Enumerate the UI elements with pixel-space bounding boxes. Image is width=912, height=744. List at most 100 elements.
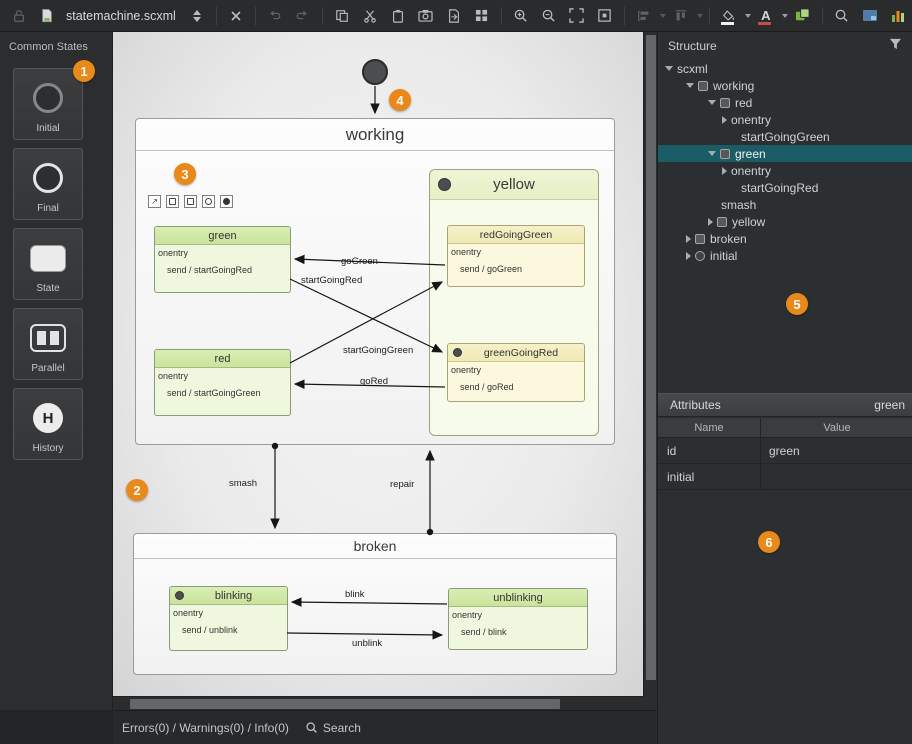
horizontal-scrollbar[interactable] — [113, 696, 643, 710]
state-title[interactable]: broken — [134, 534, 616, 559]
state-red[interactable]: red onentry send / startGoingGreen — [154, 349, 291, 416]
state-title[interactable]: redGoingGreen — [448, 226, 584, 244]
align-horizontal-icon[interactable] — [631, 4, 657, 28]
add-transition-icon[interactable]: ↗ — [148, 195, 161, 208]
tree-item-green-selected[interactable]: green — [658, 145, 912, 162]
statistics-icon[interactable] — [885, 4, 911, 28]
add-parallel-icon[interactable] — [184, 195, 197, 208]
navigator-icon[interactable] — [857, 4, 883, 28]
transition-label-unblink[interactable]: unblink — [352, 638, 382, 649]
issues-summary[interactable]: Errors(0) / Warnings(0) / Info(0) — [122, 721, 289, 735]
tree-item-smash[interactable]: smash — [658, 196, 912, 213]
state-broken[interactable]: broken blinking onentry send / unblink u… — [133, 533, 617, 675]
state-redGoingGreen[interactable]: redGoingGreen onentry send / goGreen — [447, 225, 585, 287]
document-switcher-icon[interactable] — [184, 4, 210, 28]
fit-to-view-icon[interactable] — [564, 4, 590, 28]
panning-icon[interactable] — [592, 4, 618, 28]
transition-label-repair[interactable]: repair — [390, 479, 414, 490]
add-final-icon[interactable] — [202, 195, 215, 208]
state-greenGoingRed[interactable]: greenGoingRed onentry send / goRed — [447, 343, 585, 402]
chevron-down-icon[interactable] — [697, 14, 703, 18]
tree-item-startGoingGreen[interactable]: startGoingGreen — [658, 128, 912, 145]
chevron-down-icon[interactable] — [708, 151, 716, 156]
fill-color-icon[interactable] — [716, 4, 742, 28]
palette-item-final[interactable]: Final — [13, 148, 83, 220]
attribute-value[interactable]: green — [761, 438, 912, 463]
chevron-right-icon[interactable] — [686, 252, 691, 260]
state-title[interactable]: working — [136, 119, 614, 151]
chevron-right-icon[interactable] — [722, 116, 727, 124]
transition-label-blink[interactable]: blink — [345, 589, 365, 600]
transition-label-smash[interactable]: smash — [229, 478, 257, 489]
initial-state-node[interactable] — [362, 59, 388, 85]
transition-label-startGoingRed[interactable]: startGoingRed — [301, 275, 362, 286]
lock-icon[interactable] — [6, 4, 32, 28]
vertical-scrollbar[interactable] — [643, 32, 657, 696]
state-unblinking[interactable]: unblinking onentry send / blink — [448, 588, 588, 650]
chevron-down-icon[interactable] — [782, 14, 788, 18]
tree-item-red[interactable]: red — [658, 94, 912, 111]
tree-item-working[interactable]: working — [658, 77, 912, 94]
state-yellow[interactable]: yellow redGoingGreen onentry send / goGr… — [429, 169, 599, 436]
tree-item-initial[interactable]: initial — [658, 247, 912, 264]
palette-item-state[interactable]: State — [13, 228, 83, 300]
tree-item-yellow[interactable]: yellow — [658, 213, 912, 230]
chevron-down-icon[interactable] — [745, 14, 751, 18]
font-color-icon[interactable]: A — [753, 4, 779, 28]
zoom-in-icon[interactable] — [508, 4, 534, 28]
state-title[interactable]: green — [155, 227, 290, 245]
transition-label-goRed[interactable]: goRed — [360, 376, 388, 387]
copy-icon[interactable] — [329, 4, 355, 28]
screenshot-icon[interactable] — [413, 4, 439, 28]
filter-icon[interactable] — [889, 38, 902, 53]
chevron-down-icon[interactable] — [708, 100, 716, 105]
document-tab-title[interactable]: statemachine.scxml — [66, 9, 176, 23]
statechart-canvas[interactable]: working ↗ green onentry send / startGoin… — [113, 32, 643, 696]
undo-icon[interactable] — [262, 4, 288, 28]
cut-icon[interactable] — [357, 4, 383, 28]
state-title[interactable]: red — [155, 350, 290, 368]
chevron-down-icon[interactable] — [665, 66, 673, 71]
palette-item-initial[interactable]: Initial — [13, 68, 83, 140]
vertical-scrollbar-thumb[interactable] — [646, 35, 656, 680]
transition-label-goGreen[interactable]: goGreen — [341, 256, 378, 267]
state-green[interactable]: green onentry send / startGoingRed — [154, 226, 291, 293]
add-state-icon[interactable] — [166, 195, 179, 208]
column-header-name[interactable]: Name — [658, 418, 761, 437]
add-initial-icon[interactable] — [220, 195, 233, 208]
state-working[interactable]: working ↗ green onentry send / startGoin… — [135, 118, 615, 445]
chevron-right-icon[interactable] — [686, 235, 691, 243]
grid-icon[interactable] — [469, 4, 495, 28]
search-icon[interactable] — [829, 4, 855, 28]
close-document-icon[interactable] — [223, 4, 249, 28]
tree-item-onentry[interactable]: onentry — [658, 111, 912, 128]
paste-icon[interactable] — [385, 4, 411, 28]
state-header[interactable]: blinking — [170, 587, 287, 605]
state-blinking[interactable]: blinking onentry send / unblink — [169, 586, 288, 651]
attribute-row-initial[interactable]: initial — [658, 464, 912, 490]
search-button[interactable]: Search — [305, 721, 361, 735]
column-header-value[interactable]: Value — [761, 418, 912, 437]
state-header[interactable]: yellow — [430, 170, 598, 200]
tree-item-onentry[interactable]: onentry — [658, 162, 912, 179]
export-icon[interactable] — [441, 4, 467, 28]
palette-item-history[interactable]: H History — [13, 388, 83, 460]
chevron-right-icon[interactable] — [708, 218, 713, 226]
state-header[interactable]: greenGoingRed — [448, 344, 584, 362]
attribute-value[interactable] — [761, 464, 912, 489]
chevron-right-icon[interactable] — [722, 167, 727, 175]
transition-label-startGoingGreen[interactable]: startGoingGreen — [343, 345, 413, 356]
palette-item-parallel[interactable]: Parallel — [13, 308, 83, 380]
redo-icon[interactable] — [290, 4, 316, 28]
tree-item-broken[interactable]: broken — [658, 230, 912, 247]
chevron-down-icon[interactable] — [686, 83, 694, 88]
color-theme-icon[interactable] — [790, 4, 816, 28]
horizontal-scrollbar-thumb[interactable] — [130, 699, 560, 709]
zoom-out-icon[interactable] — [536, 4, 562, 28]
attribute-row-id[interactable]: id green — [658, 438, 912, 464]
tree-item-scxml[interactable]: scxml — [658, 60, 912, 77]
chevron-down-icon[interactable] — [660, 14, 666, 18]
tree-item-startGoingRed[interactable]: startGoingRed — [658, 179, 912, 196]
state-title[interactable]: unblinking — [449, 589, 587, 607]
align-vertical-icon[interactable] — [668, 4, 694, 28]
